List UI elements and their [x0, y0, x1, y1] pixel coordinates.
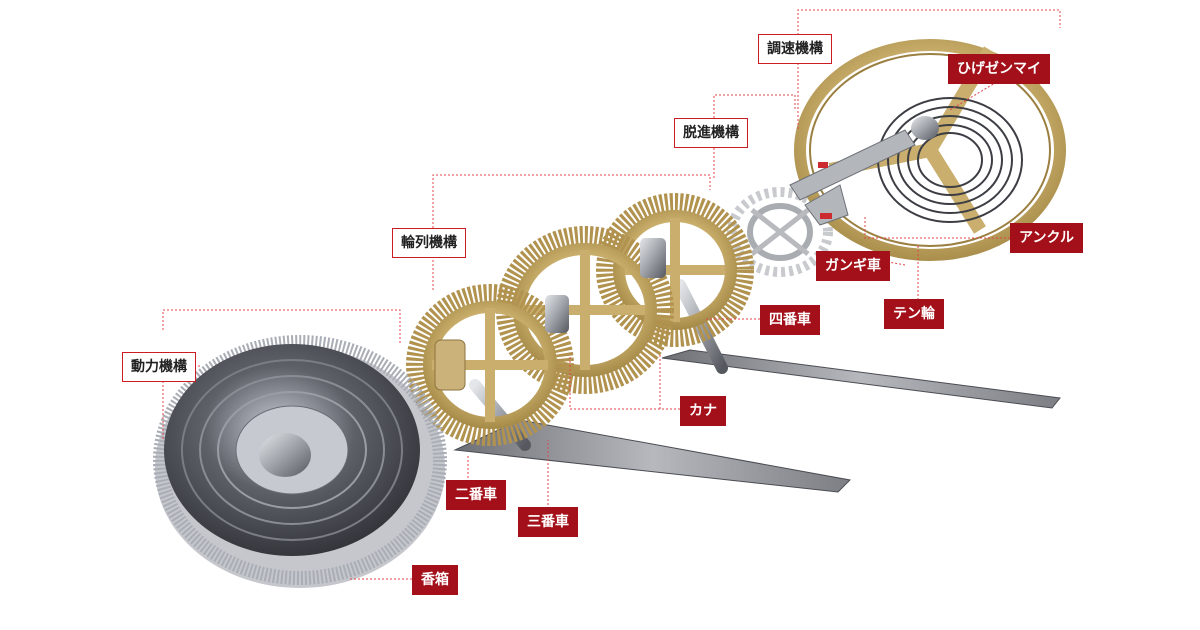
- label-hairspring: ひげゼンマイ: [948, 54, 1050, 84]
- label-power-mechanism: 動力機構: [122, 352, 196, 382]
- fourth-wheel-arbor: [674, 279, 728, 374]
- label-third-wheel: 三番車: [518, 507, 578, 537]
- mainspring-barrel: [153, 335, 447, 588]
- label-escapement: 脱進機構: [674, 118, 748, 148]
- label-pallet-fork: アンクル: [1010, 223, 1084, 253]
- label-regulator: 調速機構: [758, 34, 832, 64]
- fourth-wheel-pinion: [640, 238, 666, 278]
- label-balance-wheel: テン輪: [884, 299, 944, 329]
- third-wheel-arbor: [469, 379, 531, 451]
- fourth-wheel: [596, 193, 754, 347]
- second-wheel-pinion: [434, 339, 466, 391]
- upper-bridge-plate: [661, 349, 1061, 409]
- label-escape-wheel: ガンギ車: [816, 251, 890, 281]
- label-barrel: 香箱: [412, 565, 458, 595]
- label-fourth-wheel: 四番車: [760, 305, 820, 335]
- label-pinion: カナ: [680, 396, 726, 426]
- third-wheel-pinion: [545, 295, 569, 333]
- pallet-fork: [789, 129, 916, 226]
- label-gear-train: 輪列機構: [392, 228, 466, 258]
- label-second-wheel: 二番車: [446, 480, 506, 510]
